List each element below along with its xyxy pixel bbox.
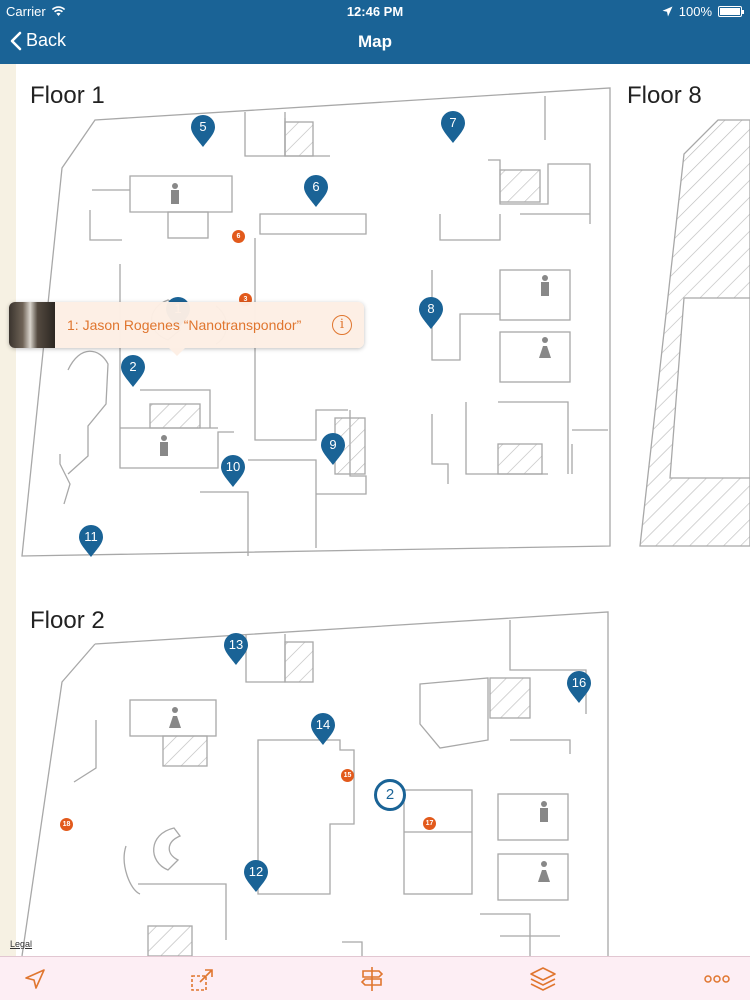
callout-tail <box>168 347 186 356</box>
map-pin-icon <box>419 297 443 329</box>
pin-number: 9 <box>329 437 337 452</box>
map-pin-icon <box>311 713 335 745</box>
pin-number: 6 <box>312 179 320 194</box>
map-pin[interactable]: 6 <box>303 174 329 208</box>
pin-number: 11 <box>84 529 98 544</box>
map-pin-icon <box>244 860 268 892</box>
floor-8-label: Floor 8 <box>627 82 702 109</box>
poi-marker-small[interactable]: 15 <box>341 769 354 782</box>
pin-number: 2 <box>129 359 137 374</box>
map-pin[interactable]: 16 <box>566 670 592 704</box>
page-title: Map <box>358 32 392 51</box>
map-pin-icon <box>304 175 328 207</box>
map-pin[interactable]: 8 <box>418 296 444 330</box>
wifi-icon <box>51 6 65 16</box>
floor-1-label: Floor 1 <box>30 82 105 109</box>
pin-number: 8 <box>427 301 435 316</box>
pin-number: 13 <box>228 637 244 652</box>
map-pin-icon <box>191 115 215 147</box>
status-bar: Carrier 12:46 PM 100% <box>0 0 750 22</box>
map-pin[interactable]: 12 <box>243 859 269 893</box>
location-arrow-button[interactable] <box>20 964 50 994</box>
current-location-marker[interactable]: 2 <box>374 779 406 811</box>
map-pin[interactable]: 13 <box>223 632 249 666</box>
location-services-icon <box>662 6 673 17</box>
map-view[interactable]: Floor 1 Floor 8 Floor 2 6 3 15 17 18 1 2… <box>0 64 750 956</box>
poi-marker-small[interactable]: 6 <box>232 230 245 243</box>
map-pin-icon <box>441 111 465 143</box>
more-icon <box>704 975 730 983</box>
bottom-toolbar <box>0 956 750 1000</box>
resize-button[interactable] <box>188 964 218 994</box>
map-pin[interactable]: 2 <box>120 354 146 388</box>
chevron-left-icon <box>10 31 22 50</box>
more-button[interactable] <box>702 964 732 994</box>
directions-button[interactable] <box>357 964 387 994</box>
map-pin-icon <box>79 525 103 557</box>
status-time: 12:46 PM <box>346 4 404 19</box>
layers-icon <box>530 967 556 991</box>
poi-marker-small[interactable]: 18 <box>60 818 73 831</box>
pin-number: 7 <box>449 115 457 130</box>
map-pin-icon <box>221 455 245 487</box>
map-pin[interactable]: 5 <box>190 114 216 148</box>
location-arrow-icon <box>25 969 45 989</box>
info-icon[interactable]: i <box>332 315 352 335</box>
floor-2-label: Floor 2 <box>30 607 105 634</box>
map-pin-icon <box>224 633 248 665</box>
pin-number: 14 <box>315 717 331 732</box>
back-button[interactable]: Back <box>10 30 66 51</box>
back-label: Back <box>26 30 67 50</box>
map-pin[interactable]: 7 <box>440 110 466 144</box>
pin-number: 10 <box>225 459 241 474</box>
pin-number: 5 <box>199 119 207 134</box>
navigation-bar: Back Map <box>0 22 750 64</box>
map-pin[interactable]: 14 <box>310 712 336 746</box>
map-pin-icon <box>567 671 591 703</box>
carrier-label: Carrier <box>6 4 46 19</box>
map-pin[interactable]: 9 <box>320 432 346 466</box>
artwork-thumbnail <box>9 302 55 348</box>
pin-number: 12 <box>248 864 264 879</box>
poi-callout[interactable]: 1: Jason Rogenes “Nanotranspondor” i <box>9 302 364 348</box>
battery-percent: 100% <box>678 4 712 19</box>
pin-number: 16 <box>571 675 587 690</box>
poi-marker-small[interactable]: 17 <box>423 817 436 830</box>
status-left: Carrier <box>6 4 66 19</box>
callout-title: 1: Jason Rogenes “Nanotranspondor” <box>67 317 302 333</box>
status-right: 100% <box>662 4 744 19</box>
map-pin-icon <box>321 433 345 465</box>
floor-plan-drawing <box>21 87 750 956</box>
map-pin[interactable]: 10 <box>220 454 246 488</box>
directions-sign-icon <box>360 967 384 991</box>
map-edge <box>0 64 16 956</box>
legal-link[interactable]: Legal <box>10 939 33 949</box>
battery-icon <box>718 6 744 17</box>
resize-icon <box>191 969 213 991</box>
layers-button[interactable] <box>528 964 558 994</box>
map-pin[interactable]: 11 <box>78 524 104 558</box>
map-pin-icon <box>121 355 145 387</box>
